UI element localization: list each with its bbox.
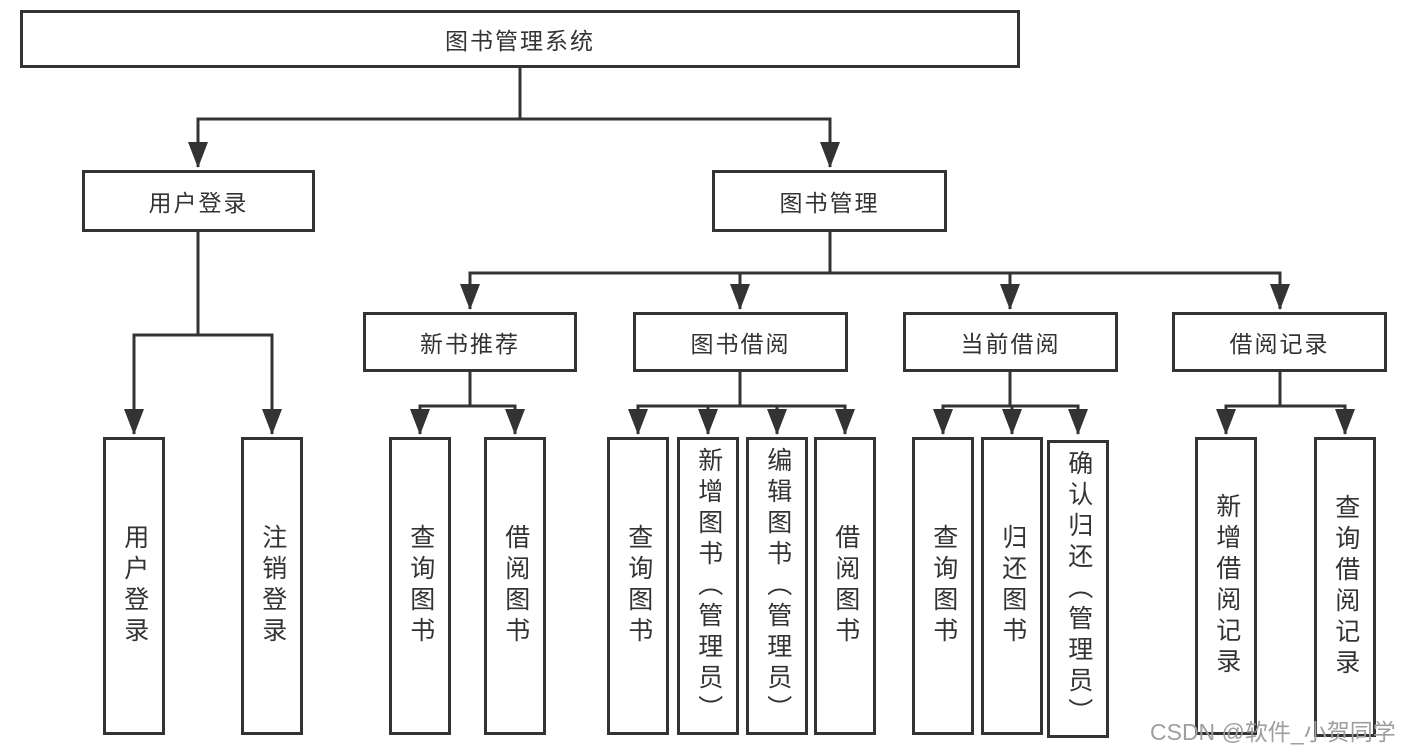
leaf-bb-edit-book-admin: 编辑图书（管理员）	[746, 437, 808, 735]
node-new-book-recommend: 新书推荐	[363, 312, 577, 372]
leaf-bb-add-book-admin: 新增图书（管理员）	[677, 437, 739, 735]
node-current-borrow: 当前借阅	[903, 312, 1118, 372]
leaf-nbr-borrow-book: 借阅图书	[484, 437, 546, 735]
leaf-br-add-record: 新增借阅记录	[1195, 437, 1257, 735]
leaf-cb-return-book: 归还图书	[981, 437, 1043, 735]
leaf-cb-query-book: 查询图书	[912, 437, 974, 735]
node-book-management: 图书管理	[712, 170, 947, 232]
leaf-bb-borrow-book: 借阅图书	[814, 437, 876, 735]
node-root: 图书管理系统	[20, 10, 1020, 68]
leaf-nbr-query-book: 查询图书	[389, 437, 451, 735]
leaf-bb-query-book: 查询图书	[607, 437, 669, 735]
node-book-borrow: 图书借阅	[633, 312, 848, 372]
leaf-user-login: 用户登录	[103, 437, 165, 735]
leaf-cb-confirm-return-admin: 确认归还（管理员）	[1047, 440, 1109, 738]
node-borrow-records: 借阅记录	[1172, 312, 1387, 372]
node-user-login: 用户登录	[82, 170, 315, 232]
leaf-br-query-record: 查询借阅记录	[1314, 437, 1376, 737]
watermark-text: CSDN @软件_小贺同学	[1150, 719, 1396, 745]
leaf-logout: 注销登录	[241, 437, 303, 735]
